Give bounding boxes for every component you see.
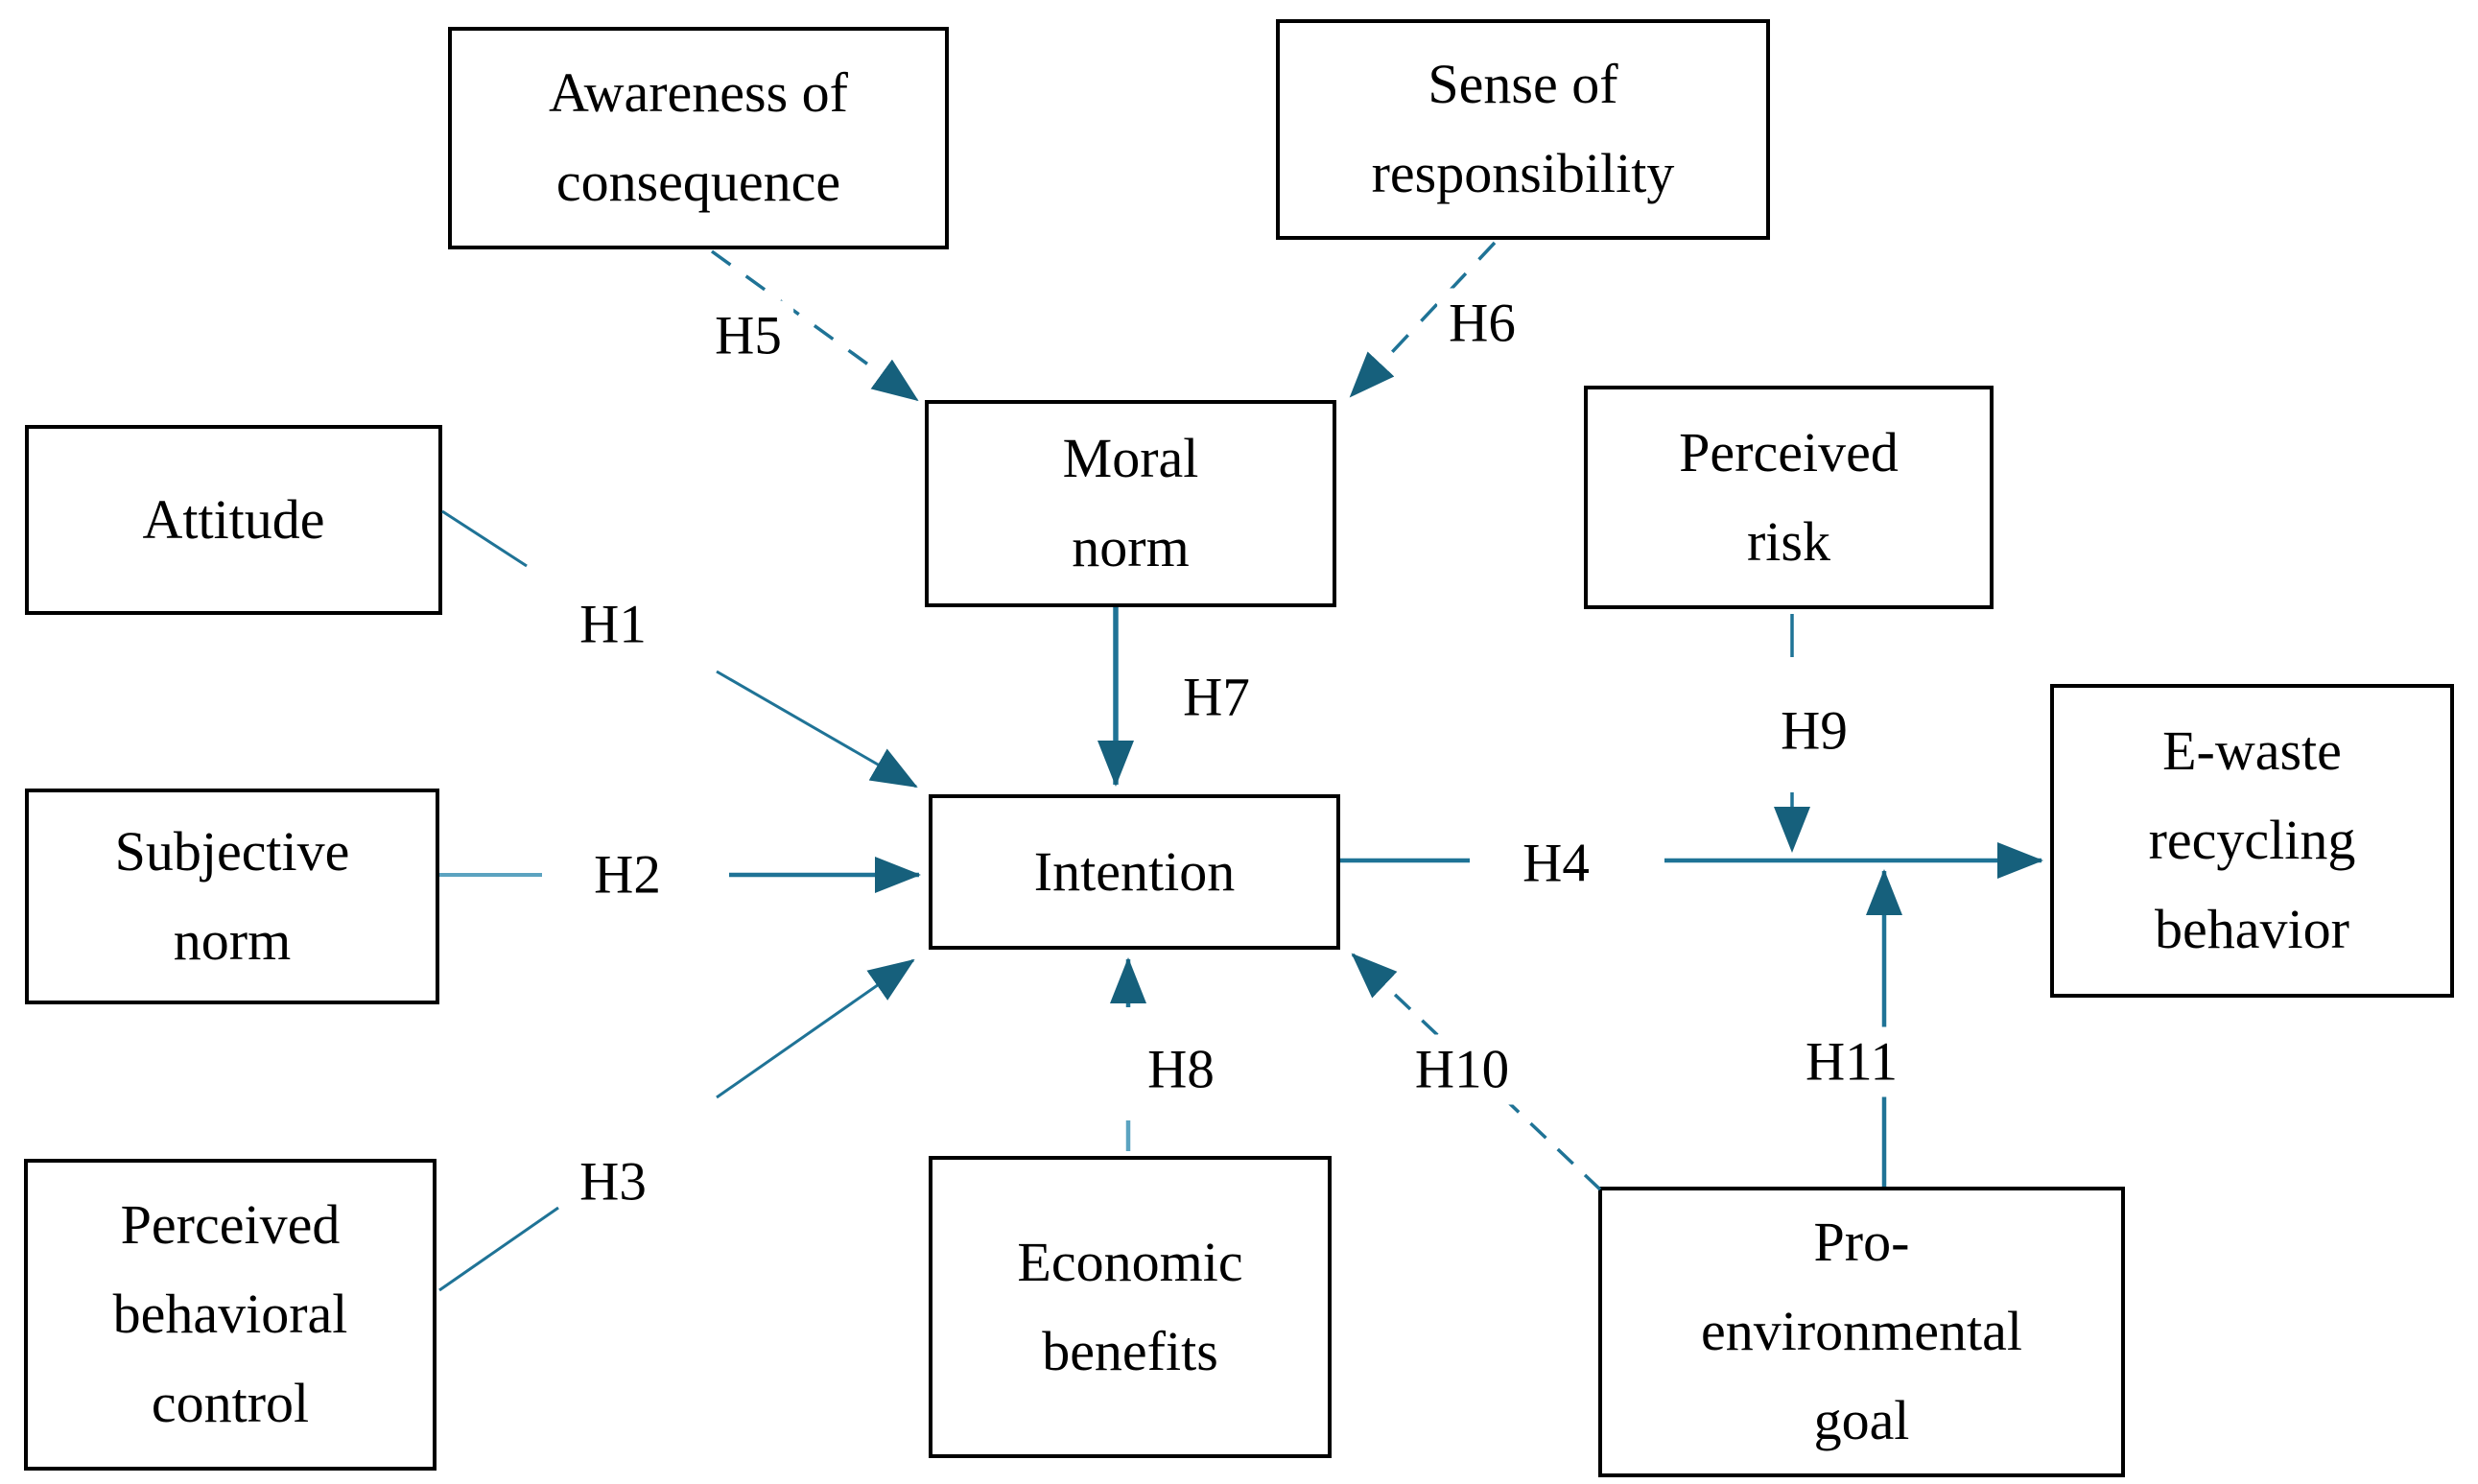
- edge-label-h8: H8: [1136, 1034, 1226, 1105]
- node-sense-of-responsibility: Sense of responsibility: [1276, 19, 1770, 240]
- edge-label-h7: H7: [1171, 662, 1262, 733]
- node-attitude: Attitude: [25, 425, 442, 615]
- node-economic-benefits: Economic benefits: [929, 1156, 1332, 1458]
- node-subjective-norm: Subjective norm: [25, 789, 439, 1004]
- edge-label-h10: H10: [1403, 1034, 1522, 1105]
- edge-h1-stub: [441, 509, 528, 568]
- node-pro-environmental-goal: Pro- environmental goal: [1598, 1187, 2125, 1477]
- edge-label-h5: H5: [703, 300, 793, 371]
- edge-h3-arrow: [716, 958, 915, 1099]
- node-moral-norm: Moral norm: [925, 400, 1336, 607]
- edge-label-h9: H9: [1769, 695, 1859, 766]
- node-intention: Intention: [929, 794, 1340, 950]
- node-e-waste-recycling-behavior: E-waste recycling behavior: [2050, 684, 2454, 998]
- node-perceived-risk: Perceived risk: [1584, 386, 1994, 609]
- edge-label-h3: H3: [568, 1146, 658, 1217]
- edge-h1-arrow: [716, 670, 918, 789]
- node-perceived-behavioral-control: Perceived behavioral control: [24, 1159, 437, 1471]
- edge-label-h6: H6: [1437, 288, 1527, 359]
- edge-label-h1: H1: [568, 589, 658, 660]
- node-awareness-of-consequence: Awareness of consequence: [448, 27, 949, 249]
- edge-label-h2: H2: [582, 839, 673, 910]
- edge-label-h11: H11: [1793, 1026, 1910, 1097]
- edge-h3-stub: [438, 1206, 559, 1292]
- edge-label-h4: H4: [1511, 828, 1601, 899]
